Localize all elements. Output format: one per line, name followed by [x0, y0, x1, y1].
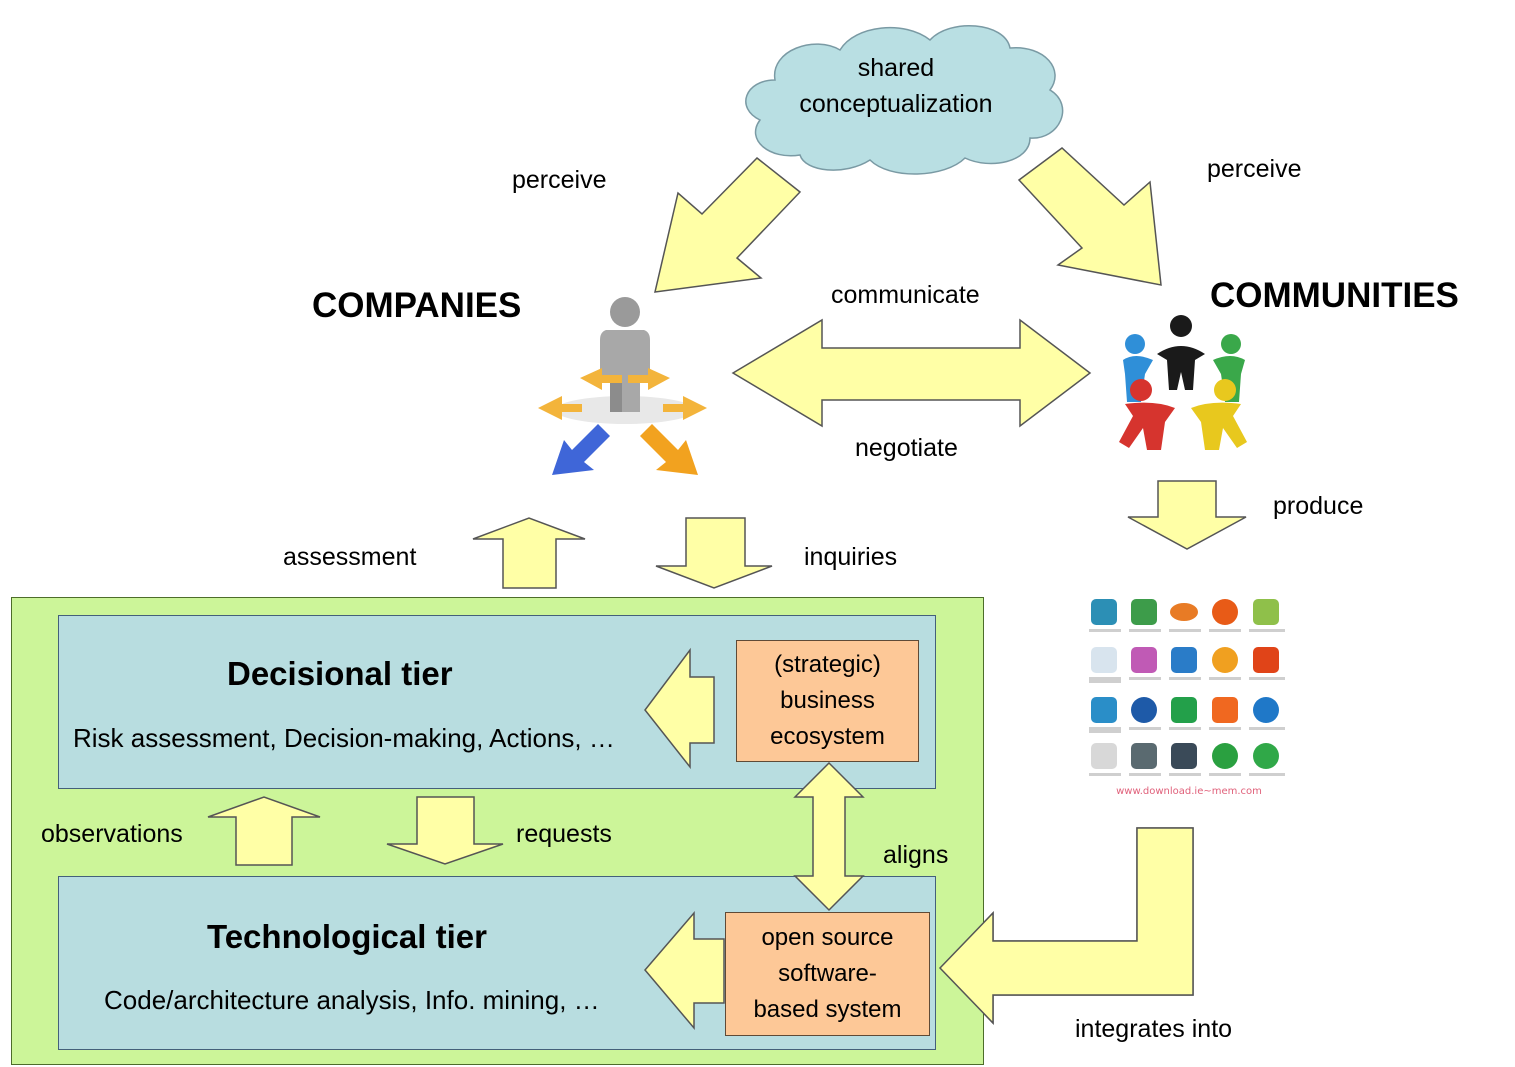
arrow-requests-top: [386, 796, 504, 865]
arrow-oss-to-technological-top: [644, 910, 725, 1031]
icon-grid-caption: www.download.ie~mem.com: [1116, 786, 1262, 797]
arrow-inquiries: [655, 517, 773, 589]
oss-system-box: open source software- based system: [725, 912, 930, 1036]
label-perceive-right: perceive: [1207, 155, 1302, 183]
label-communicate: communicate: [831, 281, 980, 309]
oss-system-label: open source software- based system: [753, 924, 902, 1023]
company-person-icon: [538, 297, 707, 475]
arrow-produce: [1127, 480, 1247, 550]
label-inquiries: inquiries: [804, 543, 898, 571]
label-integrates-into: integrates into: [1075, 1015, 1233, 1043]
arrow-integrates-into-top: [938, 827, 1194, 1025]
software-icons-grid: www.download.ie~mem.com: [1085, 593, 1293, 803]
business-ecosystem-box: (strategic) business ecosystem: [736, 640, 919, 762]
companies-title: COMPANIES: [312, 286, 522, 325]
technological-tier-subtitle: Code/architecture analysis, Info. mining…: [104, 985, 600, 1015]
technological-tier-title: Technological tier: [207, 918, 487, 955]
community-people-icon: [1119, 315, 1247, 450]
arrow-perceive-right: [1017, 147, 1162, 286]
cloud-label: shared conceptualization: [799, 54, 993, 119]
arrow-observations-top: [207, 796, 321, 866]
arrow-assessment: [472, 517, 586, 589]
business-ecosystem-label: (strategic) business ecosystem: [770, 651, 885, 750]
label-negotiate: negotiate: [855, 434, 958, 462]
arrow-communicate-negotiate: [731, 318, 1092, 428]
label-observations: observations: [41, 820, 183, 848]
decisional-tier-title: Decisional tier: [227, 655, 453, 692]
arrow-aligns-top: [793, 761, 865, 912]
label-assessment: assessment: [283, 543, 417, 571]
arrow-perceive-left: [654, 156, 802, 293]
label-requests: requests: [516, 820, 612, 848]
decisional-tier-subtitle: Risk assessment, Decision-making, Action…: [73, 723, 615, 753]
label-perceive-left: perceive: [512, 166, 607, 194]
label-aligns: aligns: [883, 841, 949, 869]
communities-title: COMMUNITIES: [1210, 276, 1459, 315]
label-produce: produce: [1273, 492, 1364, 520]
arrow-business-to-decisional-top: [644, 647, 715, 770]
